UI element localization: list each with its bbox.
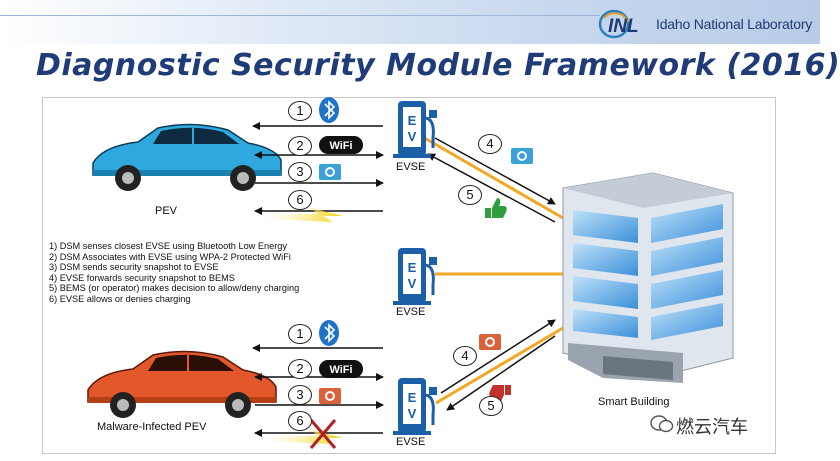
svg-text:WiFi: WiFi [329,140,352,152]
malware-pev-label: Malware-Infected PEV [97,421,207,433]
svg-text:WiFi: WiFi [329,364,352,376]
power-line-bottom [435,326,564,405]
step-2-bottom: 2 [288,359,312,379]
step-6-bottom: 6 [288,411,312,431]
steps-list-item: 3) DSM sends security snapshot to EVSE [49,262,219,273]
svg-text:V: V [408,129,417,144]
camera-icon [511,148,533,164]
pev-label: PEV [155,205,178,217]
arrow-5-bottom [446,335,556,411]
step-4-top: 4 [478,134,502,154]
smart-building-label: Smart Building [598,396,670,408]
step-5-bottom: 5 [479,396,503,416]
svg-text:E: E [408,390,417,405]
deny-x-icon [309,419,337,449]
step-1-bottom: 1 [288,324,312,344]
logo-mark-text: INL [608,16,639,37]
inl-logo-mark: INL [598,9,639,39]
header-rule [0,15,600,16]
evse-label-top: EVSE [396,161,426,173]
thumbs-up-icon [485,198,507,218]
page-title: Diagnostic Security Module Framework (20… [36,48,840,83]
step-4-bottom: 4 [453,346,477,366]
watermark-text: 燃云汽车 [676,417,748,438]
bluetooth-icon [319,320,339,346]
bluetooth-icon [319,97,339,123]
smart-building [562,172,734,383]
steps-list-item: 5) BEMS (or operator) makes decision to … [49,283,300,294]
camera-icon [319,388,341,404]
inl-logo: INL Idaho National Laboratory [598,8,813,40]
evse-top: E V [393,101,437,158]
evse-label-middle: EVSE [396,306,426,318]
framework-diagram: E V E V E V [87,97,734,449]
steps-list-item: 1) DSM senses closest EVSE using Bluetoo… [49,241,287,251]
charge-bolt-icon-bottom [253,430,343,444]
camera-icon [479,334,501,350]
header-bar [0,0,820,44]
svg-text:E: E [408,113,417,128]
step-3-top: 3 [288,162,312,182]
arrow-4-bottom [440,319,556,394]
evse-label-bottom: EVSE [396,436,426,448]
wifi-icon: WiFi [319,136,363,154]
wifi-icon: WiFi [319,360,363,378]
camera-icon [319,164,341,180]
charge-bolt-icon [253,208,343,222]
step-6-top: 6 [288,190,312,210]
steps-list-item: 4) EVSE forwards security snapshot to BE… [49,272,235,283]
evse-bottom: E V [393,378,437,435]
arrow-5-top [427,153,556,223]
evse-middle: E V [393,248,437,305]
svg-text:E: E [408,260,417,275]
steps-list: 1) DSM senses closest EVSE using Bluetoo… [49,241,299,305]
malware-pev-car [87,350,277,418]
steps-list-item: 6) EVSE allows or denies charging [49,293,191,304]
wechat-icon [650,415,674,433]
svg-text:V: V [408,406,417,421]
svg-text:V: V [408,276,417,291]
step-1-top: 1 [288,101,312,121]
steps-list-item: 2) DSM Associates with EVSE using WPA-2 … [49,251,291,262]
arrow-4-top [434,137,556,205]
step-2-top: 2 [288,136,312,156]
logo-text: Idaho National Laboratory [656,16,813,32]
diagram-panel: E V E V E V [42,97,776,454]
pev-car [92,123,282,191]
step-3-bottom: 3 [288,385,312,405]
power-line-top [420,134,564,220]
step-5-top: 5 [458,185,482,205]
